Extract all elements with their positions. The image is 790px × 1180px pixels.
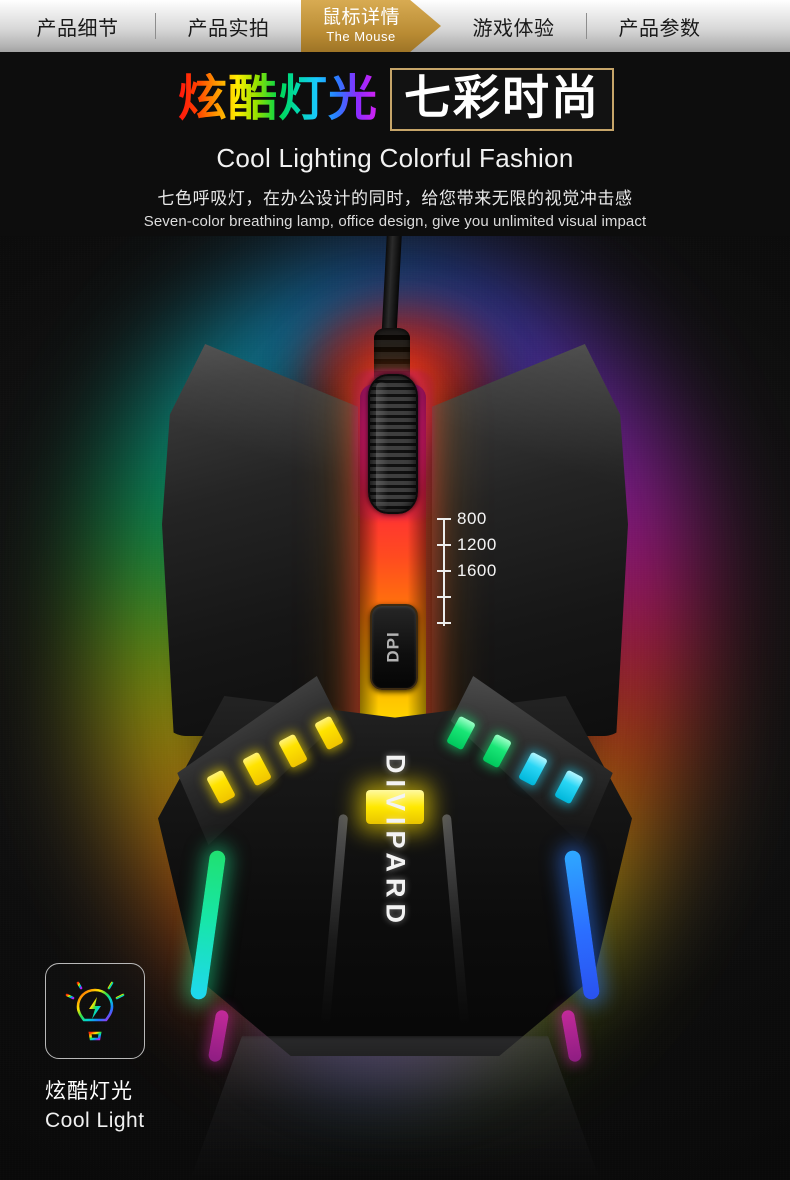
nav-tab-label: 产品细节 [36, 17, 119, 40]
dpi-button-label: DPI [384, 631, 403, 663]
hero-description-en: Seven-color breathing lamp, office desig… [143, 212, 647, 230]
headline-boxed-wrapper: 七彩时尚 [390, 68, 614, 131]
rgb-rear-strip-right [560, 1009, 583, 1063]
dpi-level-1200: 1200 [457, 535, 497, 554]
rgb-center-top-light [366, 790, 424, 824]
lightbulb-icon [64, 978, 126, 1041]
scroll-wheel [368, 374, 418, 514]
nav-separator [586, 13, 587, 39]
nav-tab-label: 产品参数 [618, 17, 701, 40]
feature-icon-box [45, 963, 145, 1059]
nav-separator [155, 13, 156, 39]
dpi-level-1600: 1600 [457, 561, 497, 580]
mouse-left-button [162, 344, 358, 736]
dpi-axis-line [443, 518, 445, 626]
nav-tab-gaming-experience[interactable]: 游戏体验 [441, 0, 586, 52]
section-nav-bar: 产品细节 产品实拍 鼠标详情 The Mouse 游戏体验 产品参数 [0, 0, 790, 52]
gaming-mouse-product: DPI 800 1200 1600 [152, 236, 638, 1063]
dpi-tick [437, 518, 451, 520]
nav-tab-sublabel: The Mouse [326, 29, 396, 44]
nav-tab-label: 鼠标详情 [321, 7, 400, 28]
dpi-tick [437, 622, 451, 624]
dpi-level-labels: 800 1200 1600 [457, 506, 497, 584]
hero-description-cn: 七色呼吸灯，在办公设计的同时，给您带来无限的视觉冲击感 [157, 188, 633, 208]
desk-reflection [188, 1036, 602, 1180]
dpi-tick [437, 544, 451, 546]
headline-boxed: 七彩时尚 [404, 71, 600, 124]
headline-rainbow: 炫酷灯光 [177, 71, 378, 126]
feature-label-en: Cool Light [45, 1109, 145, 1132]
feature-badge-cool-light: 炫酷灯光 Cool Light [45, 963, 255, 1133]
dpi-tick [437, 570, 451, 572]
dpi-scale-axis [437, 518, 451, 626]
section-hero: 炫酷灯光 七彩时尚 Cool Lighting Colorful Fashion… [0, 52, 790, 230]
dpi-button: DPI [370, 604, 418, 690]
nav-tab-product-details[interactable]: 产品细节 [0, 0, 155, 52]
nav-tab-real-shots[interactable]: 产品实拍 [156, 0, 301, 52]
dpi-tick [437, 596, 451, 598]
feature-label-cn: 炫酷灯光 [45, 1080, 133, 1103]
dpi-level-800: 800 [457, 509, 487, 528]
nav-tab-label: 游戏体验 [472, 17, 555, 40]
brand-logo-text: DIVIPARD [380, 753, 411, 930]
nav-tab-the-mouse-active[interactable]: 鼠标详情 The Mouse [301, 0, 441, 52]
nav-tab-label: 产品实拍 [187, 17, 270, 40]
nav-tab-specifications[interactable]: 产品参数 [587, 0, 732, 52]
headline-row: 炫酷灯光 七彩时尚 [0, 68, 790, 131]
mouse-right-button [432, 344, 628, 736]
hero-subtitle-en: Cool Lighting Colorful Fashion [216, 142, 574, 173]
